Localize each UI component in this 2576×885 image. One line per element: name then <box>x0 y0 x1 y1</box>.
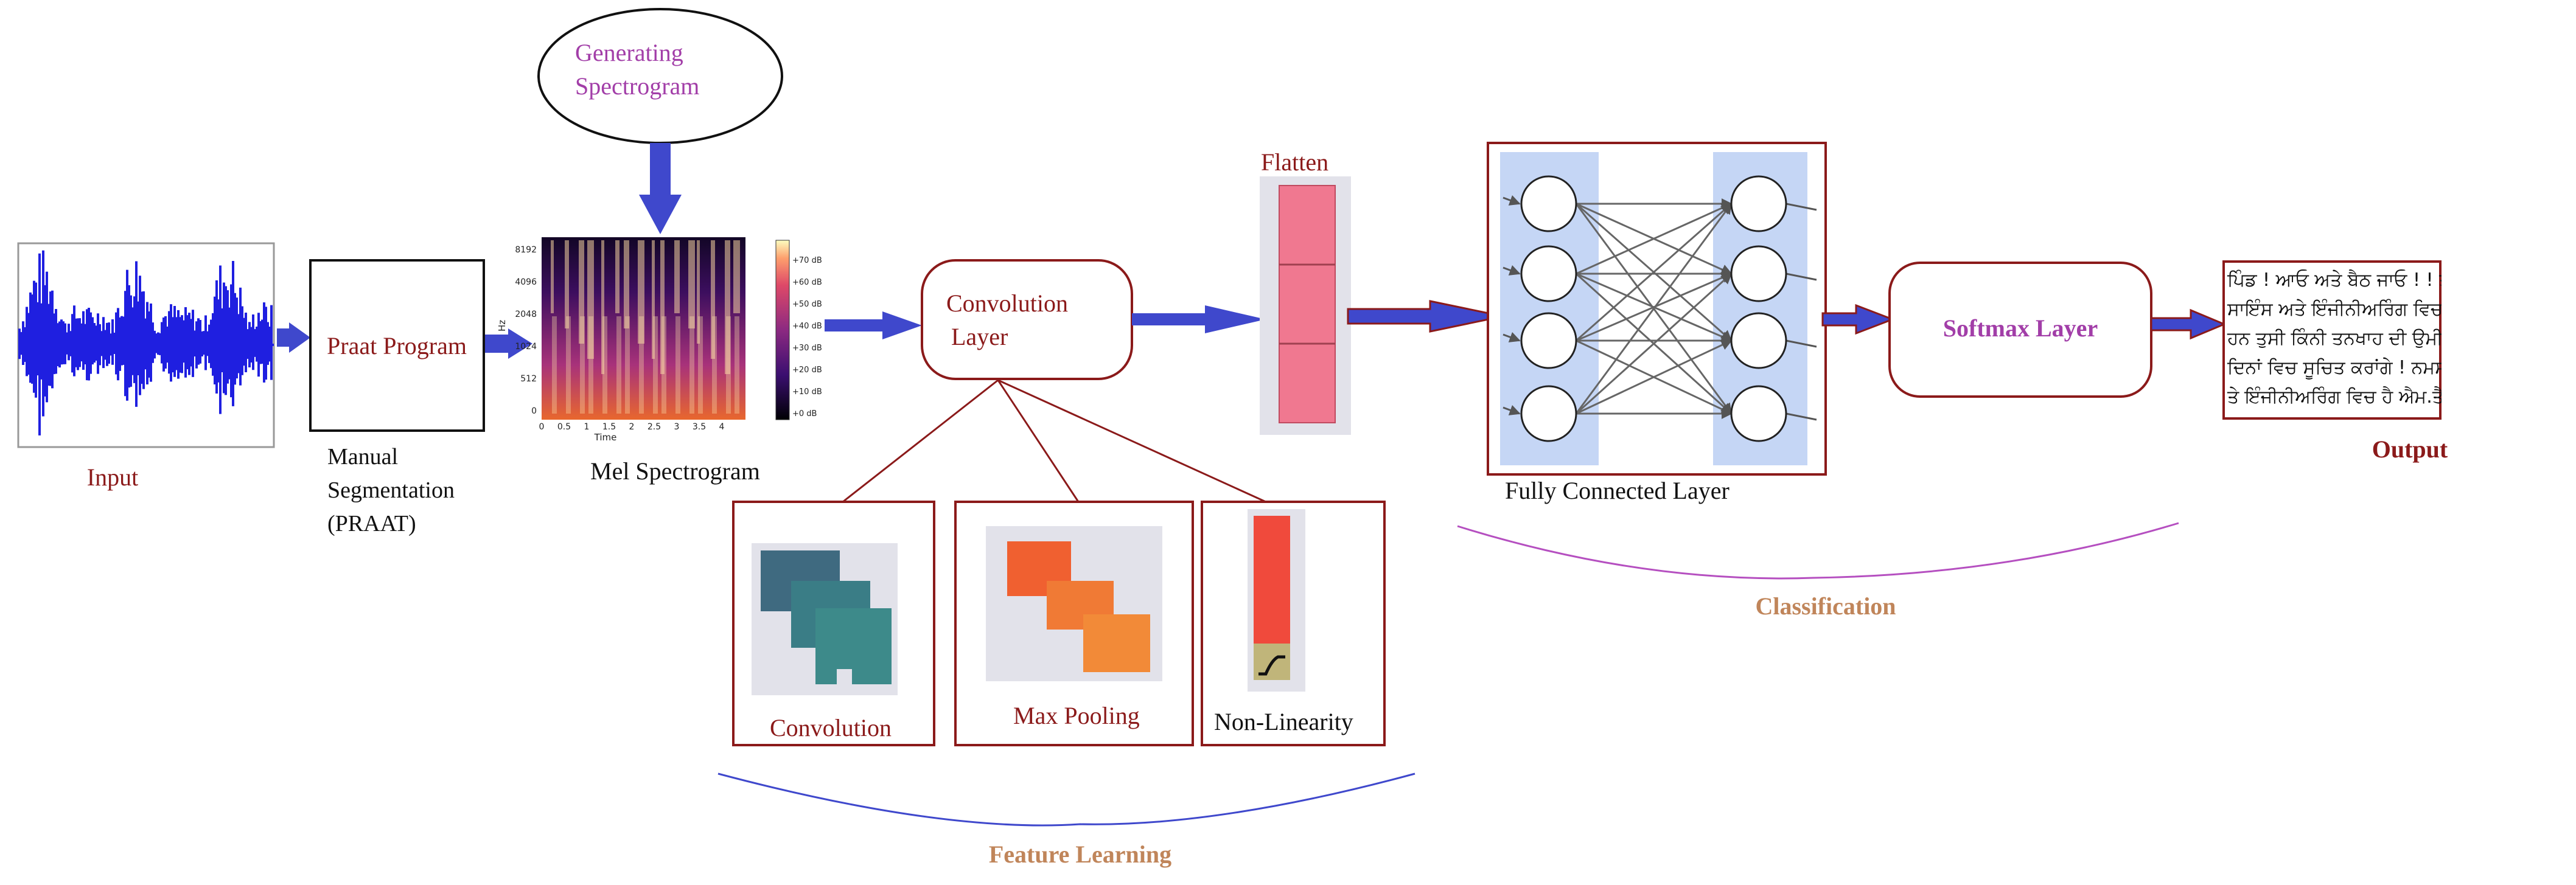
nn-node <box>1520 175 1577 232</box>
colorbar-tick: +40 dB <box>792 322 822 331</box>
max-pooling-icon <box>1007 541 1150 672</box>
nn-input-arrows <box>1503 195 1817 421</box>
convolution-icon <box>761 550 892 684</box>
spectrogram-x-tick: 0 <box>539 422 545 432</box>
convolution-layer-line2: Layer <box>951 323 1008 350</box>
softmax-label: Softmax Layer <box>1943 314 2098 342</box>
spectrogram-x-tick: 3.5 <box>693 422 706 432</box>
nn-node <box>1730 245 1787 302</box>
colorbar-tick: +70 dB <box>792 256 822 265</box>
arrow-input-to-praat <box>277 322 310 353</box>
manual-segmentation-line1: Manual <box>327 444 398 470</box>
colorbar-tick: +60 dB <box>792 278 822 287</box>
generating-spectrogram-line2: Spectrogram <box>575 72 699 100</box>
classification-label: Classification <box>1755 592 1896 620</box>
input-label: Input <box>87 463 138 491</box>
feature-learning-label: Feature Learning <box>989 841 1171 868</box>
spectrogram-y-tick: 2048 <box>515 310 537 319</box>
spectrogram-x-tick: 2.5 <box>647 422 661 432</box>
convolution-label: Convolution <box>770 714 892 741</box>
colorbar-tick: +0 dB <box>792 409 817 418</box>
manual-segmentation-line2: Segmentation <box>327 477 455 503</box>
output-label: Output <box>2372 436 2448 463</box>
arrow-softmax-to-output <box>2150 308 2227 340</box>
spectrogram-y-tick: 1024 <box>515 342 537 352</box>
arrow-flatten-to-fc <box>1347 300 1504 333</box>
classification-brace <box>1457 522 2179 580</box>
flatten-vector <box>1279 185 1336 423</box>
colorbar-tick: +10 dB <box>792 387 822 397</box>
nn-node <box>1520 245 1577 302</box>
non-linearity-label: Non-Linearity <box>1214 708 1353 735</box>
nn-connections <box>1575 198 1733 419</box>
convolution-layer-line1: Convolution <box>946 290 1068 317</box>
arrow-conv-to-flatten <box>1132 305 1266 333</box>
praat-program-label: Praat Program <box>327 332 467 359</box>
generating-spectrogram-line1: Generating <box>575 39 683 66</box>
nn-node <box>1520 312 1577 369</box>
colorbar-tick: +20 dB <box>792 366 822 375</box>
fully-connected-label: Fully Connected Layer <box>1505 477 1730 504</box>
colorbar-tick: +30 dB <box>792 344 822 353</box>
praat-program-box <box>309 259 485 432</box>
spectrogram-x-tick: 1.5 <box>602 422 616 432</box>
arrow-praat-to-spectrogram <box>485 328 532 359</box>
spectrogram-x-tick: 3 <box>674 422 680 432</box>
flatten-label: Flatten <box>1261 148 1328 176</box>
output-text-line-5: ਤੇ ਇੰਜੀਨੀਅਰਿੰਗ ਵਿਚ ਹੈ ਐਮ.ਤੈਕ ! <box>2227 386 2470 408</box>
spectrogram-x-tick: 0.5 <box>557 422 571 432</box>
nn-nodes <box>1520 175 1787 442</box>
spectrogram-y-tick: 8192 <box>515 245 537 255</box>
arrow-generating-to-spectrogram <box>639 143 682 234</box>
spectrogram-y-tick: 4096 <box>515 277 537 287</box>
output-text-line-3: ਹਨ ਤੁਸੀ ਕਿੰਨੀ ਤਨਖਾਹ ਦੀ ਉਮੀਦ ਰੱਖਦੇ <box>2227 328 2496 349</box>
non-linearity-icon <box>1254 516 1290 680</box>
feature-learning-brace <box>717 772 1415 827</box>
arrow-fc-to-softmax <box>1821 304 1896 335</box>
output-box <box>2222 260 2442 420</box>
output-text-line-1: ਪਿੰਡ ! ਆਓ ਅਤੇ ਬੈਠ ਜਾਓ ! ! ਤੁਹਾਡਾ ਨਾ <box>2227 269 2508 291</box>
max-pooling-label: Max Pooling <box>1013 702 1140 729</box>
nn-node <box>1730 175 1787 232</box>
input-waveform <box>17 242 275 448</box>
nn-node <box>1730 312 1787 369</box>
spectrogram-y-label: Hz <box>497 320 508 331</box>
manual-segmentation-line3: (PRAAT) <box>327 511 416 536</box>
arrow-spectrogram-to-conv <box>825 311 922 339</box>
mel-spectrogram-label: Mel Spectrogram <box>590 457 760 485</box>
spectrogram-x-tick: 4 <box>719 422 725 432</box>
nn-node <box>1730 385 1787 442</box>
spectrogram-y-tick: 512 <box>520 374 537 384</box>
nn-node <box>1520 385 1577 442</box>
conv-branch-lines <box>842 379 1266 503</box>
spectrogram-x-label: Time <box>594 432 617 443</box>
mel-spectrogram-chart: 8192 4096 2048 1024 512 0 0 0.5 1 1.5 2 2.5 3 3.5 4 +… <box>497 237 822 443</box>
convolution-layer-box <box>921 259 1133 380</box>
output-text-line-4: ਦਿਨਾਂ ਵਿਚ ਸੂਚਿਤ ਕਰਾਂਗੇ ! ਨਮਸਤੇ ਸਰ ! <box>2227 357 2501 380</box>
spectrogram-x-tick: 2 <box>629 422 635 432</box>
output-text-line-2: ਸਾਇੰਸ ਅਤੇ ਇੰਜੀਨੀਅਰਿੰਗ ਵਿਚ ਐਮ. <box>2227 299 2482 320</box>
colorbar-tick: +50 dB <box>792 300 822 309</box>
spectrogram-x-tick: 1 <box>584 422 590 432</box>
spectrogram-y-tick: 0 <box>531 406 537 416</box>
